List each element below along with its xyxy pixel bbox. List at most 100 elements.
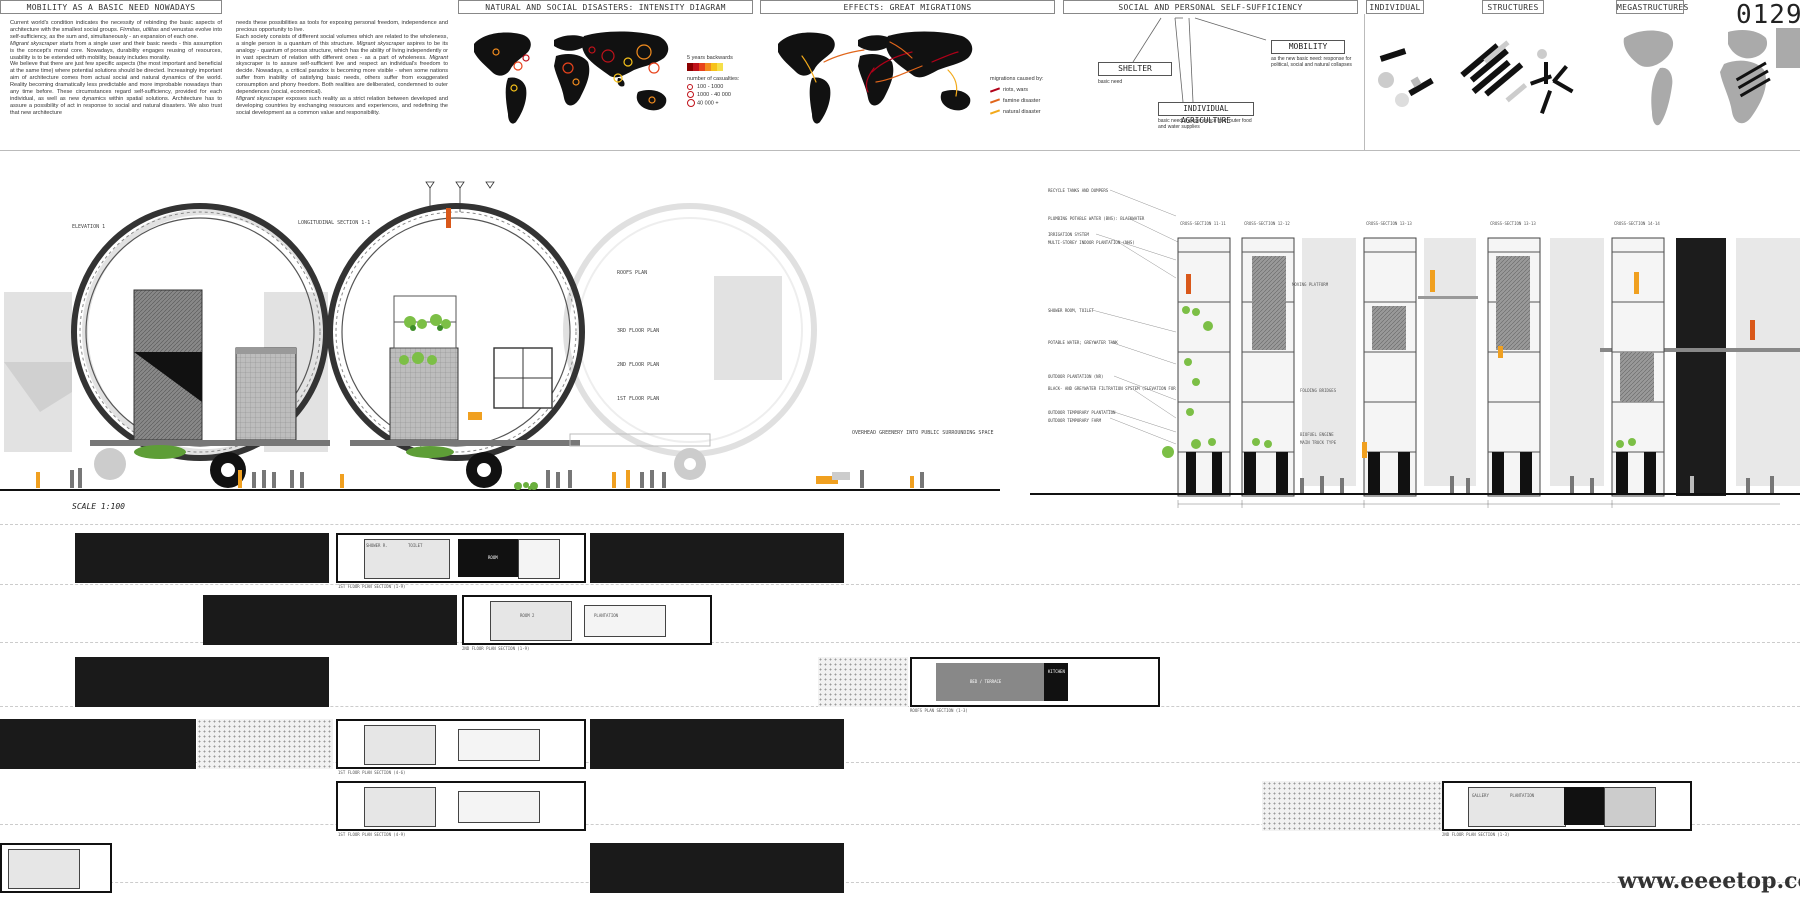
room-label: KITCHEN — [1048, 669, 1065, 674]
text-col2-p2b: aspires to be its analogy - quantum of p… — [236, 40, 449, 61]
plan-caption: 1ST FLOOR PLAN SECTION (4-9) — [338, 832, 406, 837]
cross-section-label: CROSS-SECTION 13-13 — [1366, 221, 1412, 226]
self-sufficiency-lines — [1132, 17, 1267, 103]
text-col2-p2-em: Migrant skyscraper — [356, 40, 405, 47]
guide-line — [0, 524, 1800, 525]
circle-small-icon — [687, 83, 693, 90]
arrow-yellow-icon — [989, 108, 1001, 115]
migrations-world-map — [778, 31, 973, 124]
floor-label-2nd: 2ND FLOOR PLAN — [617, 362, 660, 368]
text-col1-p1a: Current world's condition indicates the … — [10, 20, 222, 33]
strip-divider-1 — [1364, 14, 1365, 150]
text-col1-p3: We believe that there are just few speci… — [10, 61, 222, 116]
text-col1-p1b: and venustas evolve into self-sufficienc… — [10, 26, 222, 40]
plan-unit: BED / TERRACE KITCHEN — [910, 657, 1160, 707]
plan-dotted-area — [197, 719, 333, 769]
scale-swatch-5 — [711, 63, 717, 71]
migrations-legend-item: famine disaster — [989, 97, 1060, 105]
wheel-right — [327, 203, 585, 461]
annotation-item: OUTDOOR TEMPORARY PLANTATION — [1048, 410, 1116, 415]
migrations-legend-item: riots, wars — [989, 86, 1060, 94]
plan-unit — [0, 843, 112, 893]
annotation-item: PLUMBING POTABLE WATER (BNS): BLACKWATER — [1048, 216, 1145, 221]
text-col1-p1-em: Firmitas, utilitas — [119, 26, 159, 33]
plan-unit: ROOM 2 PLANTATION — [462, 595, 712, 645]
circle-large-icon — [687, 99, 695, 107]
plan-unit — [336, 781, 586, 831]
plan-unit — [336, 719, 586, 769]
scale-swatch-6 — [717, 63, 723, 71]
migrations-legend-label: famine disaster — [1003, 98, 1041, 104]
migrations-legend: migrations caused by: riots, wars famine… — [989, 75, 1060, 116]
info-strip: MOBILITY AS A BASIC NEED NOWADAYS NATURA… — [0, 0, 1800, 151]
arrow-red-icon — [989, 86, 1001, 93]
header-individual: INDIVIDUAL — [1366, 0, 1424, 14]
individual-pictogram — [1378, 48, 1434, 107]
longitudinal-label: LONGITUDINAL SECTION 1-1 — [298, 220, 371, 226]
header-structures: STRUCTURES — [1482, 0, 1544, 14]
tower-note: MAIN TRUCK TYPE — [1300, 440, 1337, 445]
plan-caption: 2ND FLOOR PLAN SECTION (1-9) — [462, 646, 530, 651]
room-label: TOILET — [408, 543, 423, 548]
legend-years: 5 years backwards — [687, 55, 733, 61]
text-col2-p2c: skyscraper is to assure self-sufficient … — [236, 61, 448, 96]
cross-section-label: CROSS-SECTION 13-13 — [1490, 221, 1536, 226]
tower-note: FOLDING BRIDGES — [1300, 388, 1337, 393]
watermark: www.eeeetop.com — [1618, 868, 1800, 894]
shelter-box: SHELTER — [1098, 62, 1172, 76]
plan-dark-block — [75, 533, 329, 583]
migrations-legend-title: migrations caused by: — [990, 76, 1044, 82]
plan-dark-block — [590, 843, 844, 893]
floor-plans: SHOWER R. TOILET ROOM 1ST FLOOR PLAN SEC… — [0, 500, 1800, 900]
plan-dark-block — [590, 533, 844, 583]
text-col1-p2b: starts from a single user and their basi… — [10, 40, 223, 61]
overhead-note: OVERHEAD GREENERY INTO PUBLIC SURROUNDIN… — [852, 430, 994, 436]
towers-svg — [1030, 189, 1800, 508]
header-self-sufficiency: SOCIAL AND PERSONAL SELF-SUFFICIENCY — [1063, 0, 1358, 14]
megastructures-map — [1623, 28, 1800, 126]
plan-dotted-area — [818, 657, 908, 707]
room-label: PLANTATION — [1510, 793, 1535, 798]
plan-dark-block — [75, 657, 329, 707]
wheel-units-svg — [0, 181, 1000, 491]
legend-casualty-item: 1000 - 40 000 — [687, 91, 757, 99]
scale-label: SCALE 1:100 — [72, 502, 125, 511]
agriculture-note: basic need: independence from outer food… — [1158, 118, 1252, 130]
annotation-item: OUTDOOR PLANTATION (NR) — [1048, 374, 1104, 379]
text-column-2: needs these possibilities as tools for e… — [236, 20, 448, 117]
room-label: BED / TERRACE — [970, 679, 1002, 684]
plan-dark-block — [0, 719, 196, 769]
plan-unit: GALLERY PLANTATION — [1442, 781, 1692, 831]
plan-dotted-area — [1262, 781, 1442, 831]
guide-line — [0, 584, 1800, 585]
annotation-item: IRRIGATION SYSTEM — [1048, 232, 1089, 237]
plan-dark-block — [203, 595, 457, 645]
mobility-note: as the new basic need: response for poli… — [1271, 56, 1352, 68]
text-col2-p2-em2: Migrant — [429, 54, 448, 61]
header-disasters: NATURAL AND SOCIAL DISASTERS: INTENSITY … — [458, 0, 753, 14]
scale-swatch-2 — [693, 63, 699, 71]
room-label: SHOWER R. — [366, 543, 388, 548]
plan-caption: 1ST FLOOR PLAN SECTION (4-6) — [338, 770, 406, 775]
legend-casualty-item: 40 000 + — [687, 99, 757, 107]
migrations-legend-label: natural disaster — [1003, 109, 1041, 115]
floor-label-3rd: 3RD FLOOR PLAN — [617, 328, 660, 334]
cross-section-label: CROSS-SECTION 11-11 — [1180, 221, 1226, 226]
scale-swatch-1 — [687, 63, 693, 71]
legend-casualty-label: 40 000 + — [697, 100, 719, 107]
mobility-box: MOBILITY — [1271, 40, 1345, 54]
header-mobility: MOBILITY AS A BASIC NEED NOWADAYS — [0, 0, 222, 14]
room-label: ROOM 2 — [520, 613, 535, 618]
migrations-legend-label: riots, wars — [1003, 87, 1029, 93]
arrow-orange-icon — [989, 97, 1001, 104]
legend-color-scale — [687, 63, 757, 71]
text-col2-p3b: skyscraper exposes such reality as a str… — [236, 95, 448, 116]
structures-pictogram — [1460, 40, 1574, 114]
plan-dark-block — [590, 719, 844, 769]
header-migrations: EFFECTS: GREAT MIGRATIONS — [760, 0, 1055, 14]
migrations-legend-item: natural disaster — [989, 108, 1060, 116]
room-label: ROOM — [488, 555, 498, 560]
cross-sections: RECYCLE TANKS AND DUMPERS PLUMBING POTAB… — [1000, 152, 1800, 512]
guide-line — [0, 762, 1800, 763]
scale-swatch-4 — [705, 63, 711, 71]
